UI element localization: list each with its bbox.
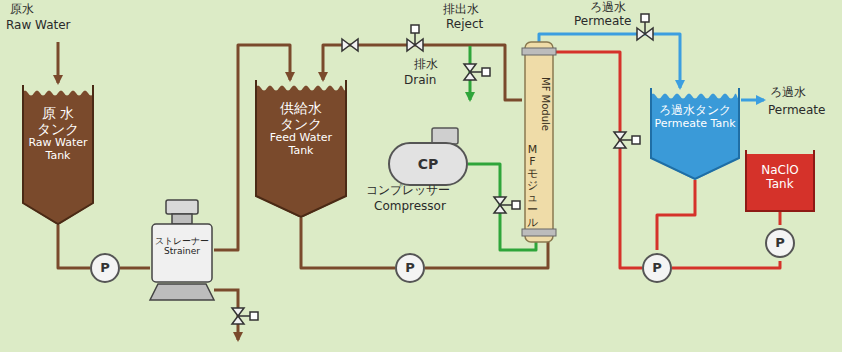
flow-label: 排水 <box>414 58 438 71</box>
permeate-tank-shape <box>650 88 740 180</box>
feed-water-tank: 供給水タンクFeed Water Tank <box>255 80 347 218</box>
pump: P <box>642 250 672 286</box>
valve-symbol <box>614 132 640 148</box>
pipe-connector <box>425 242 548 268</box>
flow-label: ろ過水 <box>770 86 806 99</box>
module-label-ja: MFモジュール <box>527 144 538 229</box>
flow-label: Permeate <box>574 15 631 28</box>
text-area: P <box>645 250 669 286</box>
node-label: タンク <box>37 121 79 137</box>
valve-symbol <box>232 308 258 324</box>
node-label: Strainer <box>164 246 200 256</box>
node-label: Feed Water Tank <box>258 132 344 157</box>
pipe-connector <box>323 45 522 100</box>
mf-module: MFモジュール MF Module <box>522 42 556 242</box>
valve-symbol <box>407 25 423 51</box>
naclo-tank: NaClO Tank <box>745 150 815 212</box>
flow-label: Drain <box>404 74 436 87</box>
node-label: ストレーナー <box>155 236 209 246</box>
text-area: ストレーナーStrainer <box>153 236 211 257</box>
node-label: ろ過水タンク <box>659 104 731 118</box>
flow-label: Permeate <box>768 104 825 117</box>
pump: P <box>765 225 795 261</box>
pipe-connector <box>672 261 780 268</box>
compressor-head <box>432 128 458 144</box>
permeate-outlet <box>741 99 764 102</box>
node-label: P <box>775 236 785 251</box>
strainer-drain <box>214 290 238 340</box>
node-label: タンク <box>280 116 322 132</box>
valve-symbol <box>494 197 520 213</box>
valve-symbol <box>637 14 653 40</box>
module-label-en: MF Module <box>539 77 551 131</box>
text-area: 供給水タンクFeed Water Tank <box>258 100 344 157</box>
flow-label: 排出水 <box>443 3 479 16</box>
node-label: CP <box>418 156 439 172</box>
pump: P <box>90 250 120 286</box>
node-label: P <box>652 261 662 276</box>
pipe-connector <box>301 218 395 268</box>
flow-label: Compressor <box>374 200 446 213</box>
valve-symbol <box>464 64 490 80</box>
node-label: Permeate Tank <box>654 118 735 131</box>
pipe-connector <box>779 212 782 225</box>
flow-label: ろ過水 <box>590 1 626 14</box>
text-area: ろ過水タンクPermeate Tank <box>653 104 737 130</box>
raw-water-tank: 原 水タンクRaw Water Tank <box>22 85 94 225</box>
node-label: P <box>405 261 415 276</box>
text-area: P <box>398 250 422 286</box>
flow-label: Raw Water <box>6 19 71 32</box>
pipe-connector <box>657 180 695 250</box>
pipe-connector <box>539 34 680 88</box>
node-label: 供給水 <box>280 100 322 116</box>
node-label: NaClO Tank <box>748 164 812 192</box>
compressor: CP <box>388 142 468 186</box>
text-area: P <box>768 225 792 261</box>
flow-label: コンプレッサー <box>366 184 450 197</box>
node-label: P <box>100 261 110 276</box>
text-area: P <box>93 250 117 286</box>
text-area: CP <box>391 142 465 186</box>
pipe-connector <box>58 225 90 268</box>
pipe-connector <box>556 52 642 268</box>
strainer: ストレーナーStrainer <box>150 200 214 300</box>
flow-label: Reject <box>446 18 483 31</box>
pump: P <box>395 250 425 286</box>
node-label: Raw Water Tank <box>25 137 91 162</box>
valve-symbol <box>342 39 358 51</box>
raw-water-inlet <box>57 42 60 83</box>
permeate-tank: ろ過水タンクPermeate Tank <box>650 88 740 180</box>
pipe-connector <box>120 267 150 270</box>
flow-label: 原水 <box>10 3 34 16</box>
text-area: NaClO Tank <box>748 164 812 192</box>
node-label: 原 水 <box>42 105 74 121</box>
text-area: 原 水タンクRaw Water Tank <box>25 105 91 162</box>
